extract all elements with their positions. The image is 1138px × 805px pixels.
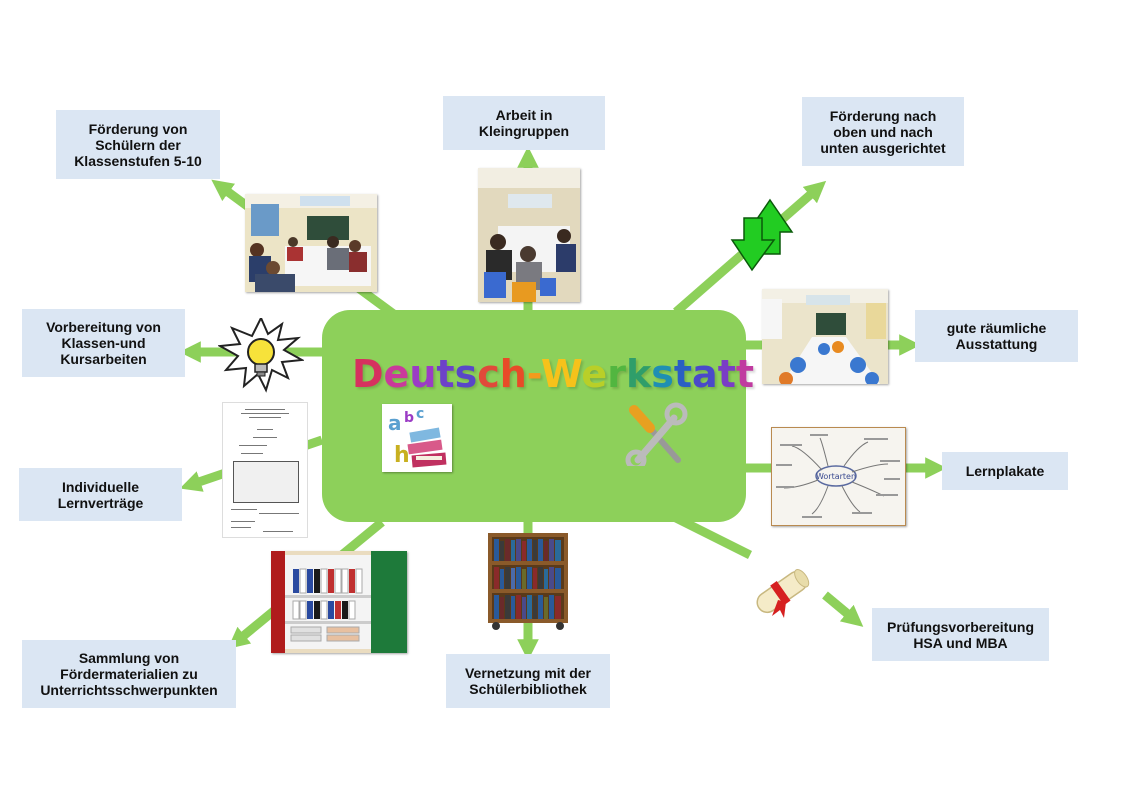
title-letter: e (581, 352, 608, 396)
title-letter: - (526, 352, 541, 396)
title-letter: a (692, 352, 718, 396)
title-letter: t (735, 352, 755, 396)
title-letter: W (540, 352, 582, 396)
arrow-pruefung (822, 591, 864, 627)
svg-text:c: c (416, 406, 424, 422)
up-down-arrows-icon (730, 198, 794, 272)
title-letter: r (607, 352, 626, 396)
title-letter: u (409, 352, 437, 396)
title-letter: t (717, 352, 736, 396)
classroom-photo-3 (762, 289, 888, 384)
title-letter: t (673, 352, 693, 396)
box-raeumlich: gute räumliche Ausstattung (915, 310, 1078, 362)
learning-poster-photo: Wortarten (771, 427, 906, 526)
title-letter: D (352, 352, 384, 396)
classroom-photo-2 (478, 168, 580, 302)
svg-text:b: b (404, 410, 414, 426)
box-vernetzung: Vernetzung mit der Schülerbibliothek (446, 654, 610, 708)
title-letter: k (625, 352, 652, 396)
svg-text:a: a (388, 411, 402, 435)
svg-text:h: h (394, 443, 410, 468)
title-letter: s (651, 352, 674, 396)
box-kleingruppen: Arbeit in Kleingruppen (443, 96, 605, 150)
title-letter: c (477, 352, 500, 396)
arrow-pruefung-part1 (673, 513, 753, 560)
title-letter: e (383, 352, 410, 396)
title-letter: t (436, 352, 455, 396)
classroom-photo-1 (245, 194, 377, 292)
poster-center-label: Wortarten (816, 472, 856, 481)
title-letter: s (454, 352, 478, 396)
box-pruefung: Prüfungsvorbereitung HSA und MBA (872, 608, 1049, 661)
box-lernplakate: Lernplakate (942, 452, 1068, 490)
materials-cabinet-photo (271, 551, 407, 653)
diagram-title: Deutsch-Werkstatt (352, 352, 754, 396)
box-sammlung: Sammlung von Fördermaterialien zu Unterr… (22, 640, 236, 708)
box-lernvertraege: Individuelle Lernverträge (19, 468, 182, 521)
bookshelf-icon (486, 531, 570, 631)
title-letter: h (499, 352, 527, 396)
tools-icon (624, 402, 688, 466)
box-foerderung-klassen: Förderung von Schülern der Klassenstufen… (56, 110, 220, 179)
light-bulb-icon (218, 318, 304, 394)
box-oben-unten: Förderung nach oben und nach unten ausge… (802, 97, 964, 166)
diploma-scroll-icon (748, 560, 816, 624)
books-letters-icon: a b c h (382, 404, 452, 472)
learning-contract-document (222, 402, 308, 538)
box-vorbereitung: Vorbereitung von Klassen-und Kursarbeite… (22, 309, 185, 377)
